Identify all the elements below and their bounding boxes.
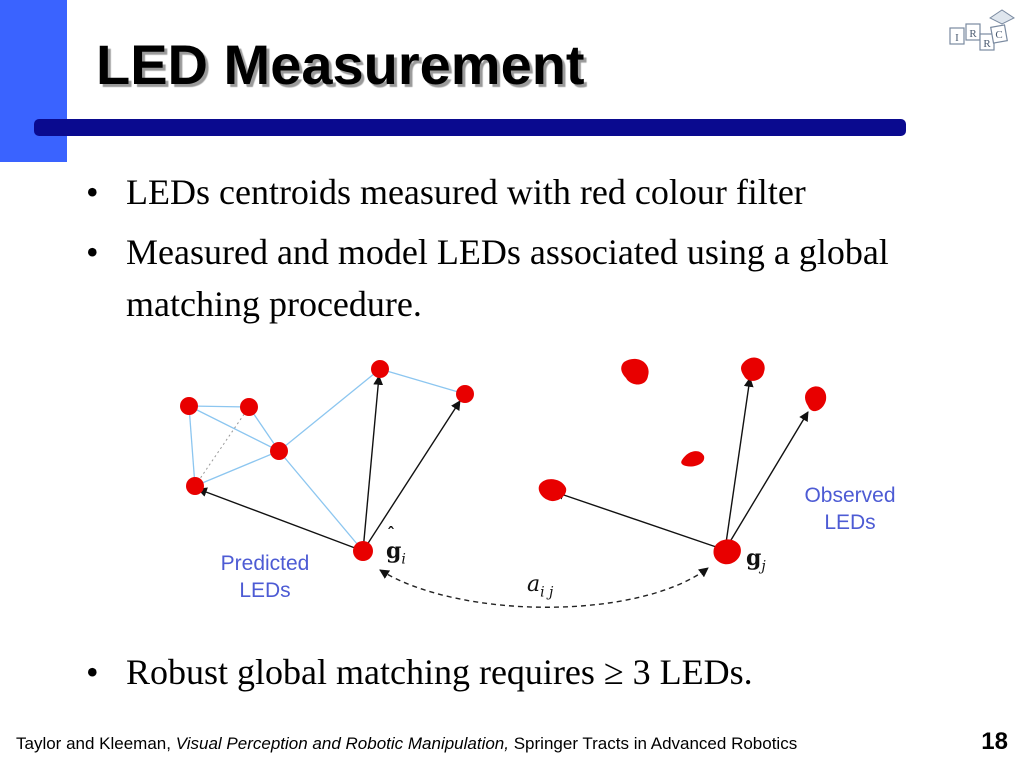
predicted-leds-label: Predicted LEDs <box>205 550 325 604</box>
accent-block <box>0 0 67 162</box>
label-line: Predicted <box>220 552 310 575</box>
symbol-a-ij: ai j <box>527 572 553 600</box>
footer-authors: Taylor and Kleeman, <box>16 734 176 753</box>
bullet-list-bottom: Robust global matching requires ≥ 3 LEDs… <box>86 646 966 698</box>
observed-leds-label: Observed LEDs <box>790 482 910 536</box>
footer-series: Springer Tracts in Advanced Robotics <box>509 734 798 753</box>
label-line: LEDs <box>239 579 291 602</box>
symbol-letter: a <box>527 572 541 597</box>
association-arc <box>379 567 709 608</box>
hidden-edge <box>194 406 250 487</box>
bullet-item: Measured and model LEDs associated using… <box>86 226 966 330</box>
predicted-arrows <box>197 375 461 552</box>
bullet-item: LEDs centroids measured with red colour … <box>86 166 966 218</box>
observed-led-blobs <box>538 357 827 565</box>
title-underline-bar <box>34 119 906 136</box>
symbol-subscript: j <box>761 558 766 575</box>
predicted-led-dots <box>180 360 474 561</box>
led-matching-figure <box>180 357 827 608</box>
model-graph-edges <box>188 368 466 552</box>
logo-letter: I <box>955 32 959 44</box>
logo-letter: C <box>995 29 1002 41</box>
symbol-letter: g <box>386 538 402 564</box>
observed-arrows <box>554 377 809 551</box>
logo-letter: R <box>969 28 977 40</box>
hat-mark: ˆ <box>387 524 395 543</box>
symbol-subscript: i j <box>540 584 554 601</box>
label-line: Observed <box>804 484 896 507</box>
slide-title: LED Measurement <box>96 33 585 96</box>
footer-book-title: Visual Perception and Robotic Manipulati… <box>175 734 509 753</box>
symbol-g-j: gj <box>746 545 766 574</box>
symbol-letter: g <box>746 545 762 571</box>
symbol-subscript: i <box>401 551 406 568</box>
page-number: 18 <box>981 728 1008 755</box>
irrc-logo: I R R C <box>949 9 1015 51</box>
bullet-item: Robust global matching requires ≥ 3 LEDs… <box>86 646 966 698</box>
logo-letter: R <box>983 38 991 50</box>
footer-citation: Taylor and Kleeman, Visual Perception an… <box>16 734 797 754</box>
bullet-list-top: LEDs centroids measured with red colour … <box>86 166 966 338</box>
label-line: LEDs <box>824 511 876 534</box>
